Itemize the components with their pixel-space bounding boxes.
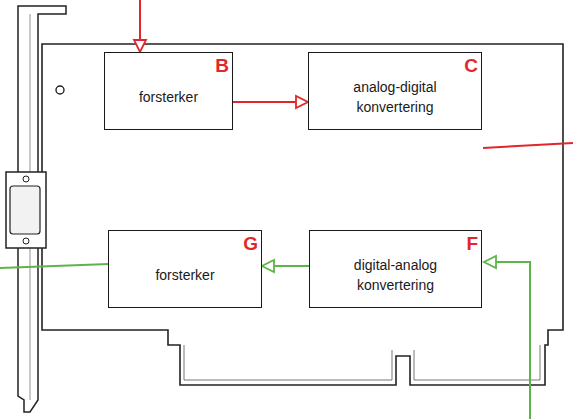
- box-label: digital-analog konvertering: [341, 255, 451, 295]
- arrowhead: [134, 40, 146, 52]
- process-box: forsterker B: [104, 52, 233, 130]
- port-socket: [10, 186, 40, 234]
- mount-hole: [56, 86, 64, 94]
- port-screw: [23, 176, 29, 182]
- box-label: analog-digital konvertering: [340, 77, 450, 117]
- signal-arrow: [274, 266, 309, 267]
- port-screw: [23, 238, 29, 244]
- signal-in-line: [139, 0, 141, 40]
- arrowhead: [484, 256, 496, 268]
- callout-letter: B: [215, 56, 229, 76]
- signal-line: [233, 101, 296, 103]
- callout-letter: G: [243, 234, 258, 254]
- signal-in-line: [496, 262, 530, 419]
- signal-arrow: [233, 102, 296, 103]
- signal-out-line: [0, 264, 109, 268]
- arrowhead: [262, 260, 274, 272]
- callout-letter: C: [464, 56, 478, 76]
- process-box: analog-digital konvertering C: [308, 52, 482, 130]
- port-connector: [6, 172, 46, 248]
- process-box: digital-analog konvertering F: [309, 230, 482, 308]
- signal-out-line: [483, 143, 573, 148]
- box-label: forsterker: [155, 265, 214, 285]
- process-box: forsterker G: [108, 230, 262, 308]
- signal-line: [274, 265, 309, 267]
- callout-letter: F: [466, 234, 478, 254]
- edge-connector: [184, 345, 540, 380]
- circuit-board: [42, 44, 563, 385]
- arrowhead: [296, 96, 308, 108]
- box-label: forsterker: [139, 87, 198, 107]
